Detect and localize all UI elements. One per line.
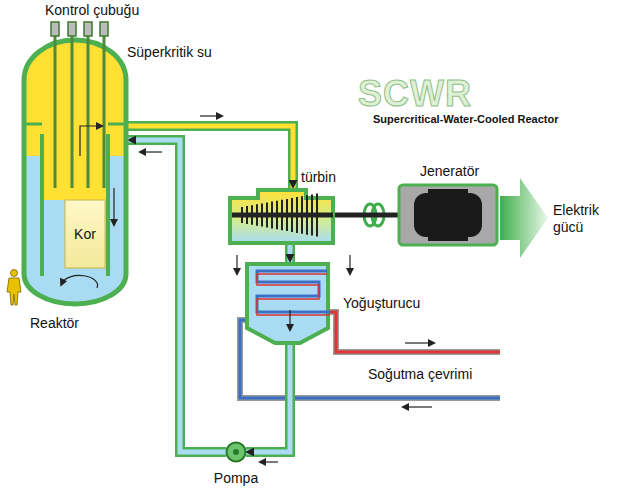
pipe-wall (246, 345, 290, 452)
coolant-pipe (290, 245, 291, 262)
cooling-loop-label: Soğutma çevrimi (368, 366, 472, 383)
edge-heads (290, 245, 291, 262)
turbine-housing: türbin (228, 188, 335, 245)
pump-circle: Pompa (226, 442, 246, 462)
node-outline (398, 184, 498, 246)
node-outline (245, 262, 330, 345)
logo-watermark: SCWR (358, 72, 472, 115)
node-outline (228, 188, 335, 245)
pipe-wall (128, 140, 226, 452)
reactor-vessel: ReaktörKor (22, 38, 128, 306)
reactor-core: Kor (65, 200, 105, 268)
person-figure (7, 270, 21, 306)
logo-subtitle: Supercritical-Water-Cooled Reactor (373, 113, 558, 126)
electric-power-label: Elektrik gücü (553, 202, 615, 236)
node-label: Jeneratör (420, 163, 479, 180)
edge-heads (246, 345, 290, 452)
node-label: Pompa (214, 470, 258, 487)
condenser-tank: Yoğuşturucu (245, 262, 330, 345)
pipe-wall (285, 245, 295, 262)
control-rod-label: Kontrol çubuğu (45, 2, 139, 19)
node-label: Kor (74, 226, 96, 243)
node-label: türbin (301, 169, 336, 186)
pipe-fluid (246, 345, 290, 452)
node-label: Yoğuşturucu (343, 295, 420, 312)
edge-heads (335, 215, 398, 216)
supercritical-water-label: Süperkritik su (127, 44, 212, 61)
shaft-line (335, 213, 398, 218)
pipe-fluid (288, 245, 293, 262)
coolant-pipe (246, 345, 290, 452)
node-outline (226, 442, 246, 462)
edge-heads (128, 140, 226, 452)
flow-arrows (142, 116, 350, 462)
turbine-shaft (335, 215, 398, 216)
power-arrow (500, 178, 548, 258)
pipe-fluid (128, 140, 226, 452)
node-label: Reaktör (30, 315, 79, 332)
generator-box: Jeneratör (398, 184, 498, 246)
coolant-pipe (128, 140, 226, 452)
